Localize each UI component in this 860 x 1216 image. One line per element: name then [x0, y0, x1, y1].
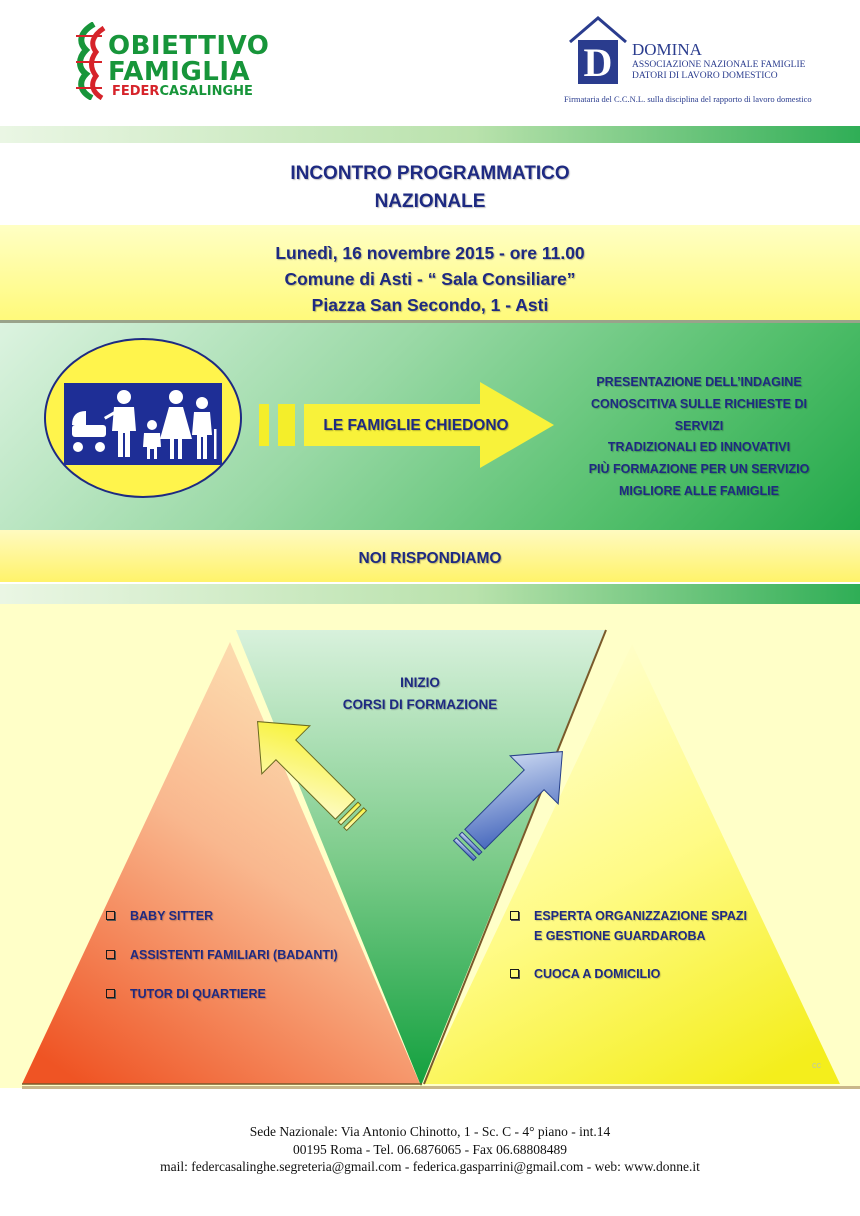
logo-line-federcasalinghe: FEDERCASALINGHE: [112, 84, 253, 99]
answer-label: NOI RISPONDIAMO: [358, 550, 502, 567]
green-band-top: [0, 126, 860, 143]
footer: Sede Nazionale: Via Antonio Chinotto, 1 …: [0, 1123, 860, 1176]
title-line-1: INCONTRO PROGRAMMATICO: [290, 163, 570, 184]
footer-contacts: mail: federcasalinghe.segreteria@gmail.c…: [160, 1159, 700, 1174]
domina-subtitle-2: DATORI DI LAVORO DOMESTICO: [632, 71, 778, 81]
checkbox-bullet-icon: [106, 950, 115, 959]
right-course-list: ESPERTA ORGANIZZAZIONE SPAZI E GESTIONE G…: [508, 906, 808, 984]
domina-tagline: Firmataria del C.C.N.L. sulla disciplina…: [564, 94, 812, 104]
logo-casalinghe: CASALINGHE: [159, 84, 253, 99]
checkbox-bullet-icon: [510, 969, 519, 978]
list-item: ASSISTENTI FAMILIARI (BADANTI): [104, 945, 338, 965]
courses-title: INIZIO CORSI DI FORMAZIONE: [290, 672, 550, 716]
watermark: cc: [812, 1060, 821, 1070]
answer-band: [0, 530, 860, 582]
presentation-line-3: SERVIZI: [674, 418, 724, 433]
list-item-label-continued: E GESTIONE GUARDAROBA: [534, 929, 706, 943]
obiettivo-famiglia-logo: OBIETTIVO FAMIGLIA FEDERCASALINGHE: [72, 20, 272, 102]
green-band-middle: [0, 584, 860, 604]
event-band: [0, 225, 860, 321]
arrow-tail-bar-2: [278, 404, 295, 446]
list-item-label: ESPERTA ORGANIZZAZIONE SPAZI: [534, 909, 747, 923]
event-venue: Comune di Asti - “ Sala Consiliare”: [284, 269, 576, 289]
footer-phone: 00195 Roma - Tel. 06.6876065 - Fax 06.68…: [292, 1141, 568, 1157]
divider: [0, 320, 860, 323]
list-item: TUTOR DI QUARTIERE: [104, 984, 338, 1004]
event-address: Piazza San Secondo, 1 - Asti: [311, 295, 549, 315]
logo-feder: FEDER: [112, 84, 160, 99]
courses-title-line-2: CORSI DI FORMAZIONE: [342, 697, 498, 712]
logo-line-famiglia: FAMIGLIA: [108, 57, 251, 87]
list-item: ESPERTA ORGANIZZAZIONE SPAZI E GESTIONE G…: [508, 906, 808, 946]
logo-profile-mark-icon: [76, 22, 106, 100]
left-course-list: BABY SITTER ASSISTENTI FAMILIARI (BADANT…: [104, 906, 338, 1023]
right-arrow-icon: [304, 382, 554, 468]
courses-title-line-1: INIZIO: [400, 675, 440, 690]
list-item: CUOCA A DOMICILIO: [508, 964, 808, 984]
presentation-line-2: CONOSCITIVA SULLE RICHIESTE DI: [591, 396, 807, 411]
domina-logo: D DOMINA ASSOCIAZIONE NAZIONALE FAMIGLIE…: [562, 12, 832, 108]
yellow-down-arrow-icon: [257, 721, 368, 832]
family-pictogram: [64, 383, 222, 465]
presentation-text: PRESENTAZIONE DELL’INDAGINE CONOSCITIVA …: [568, 372, 830, 503]
presentation-line-6: MIGLIORE ALLE FAMIGLIE: [619, 483, 779, 498]
blue-down-arrow-icon: [452, 751, 563, 862]
house-icon: D: [569, 16, 627, 85]
center-triangle: [236, 630, 606, 1086]
list-item-label: TUTOR DI QUARTIERE: [130, 987, 266, 1001]
arrow-label: LE FAMIGLIE CHIEDONO: [323, 417, 509, 434]
logo-line-obiettivo: OBIETTIVO: [108, 31, 270, 61]
title-line-2: NAZIONALE: [374, 191, 486, 212]
bottom-divider: [22, 1086, 860, 1089]
list-item-label: BABY SITTER: [130, 909, 214, 923]
arrow-tail-bar-1: [259, 404, 269, 446]
right-triangle: [424, 644, 840, 1084]
domina-name: DOMINA: [632, 40, 702, 59]
domina-monogram: D: [584, 40, 613, 85]
event-info: Lunedì, 16 novembre 2015 - ore 11.00 Com…: [0, 240, 860, 318]
list-item-label: CUOCA A DOMICILIO: [534, 967, 661, 981]
page-title: INCONTRO PROGRAMMATICO NAZIONALE: [0, 160, 860, 216]
event-date: Lunedì, 16 novembre 2015 - ore 11.00: [275, 243, 585, 263]
courses-diagram: [22, 629, 840, 1086]
family-icon: [72, 390, 217, 459]
domina-subtitle-1: ASSOCIAZIONE NAZIONALE FAMIGLIE: [632, 60, 806, 70]
presentation-line-4: TRADIZIONALI ED INNOVATIVI: [607, 440, 791, 455]
list-item: BABY SITTER: [104, 906, 338, 926]
footer-address: Sede Nazionale: Via Antonio Chinotto, 1 …: [249, 1124, 611, 1139]
left-triangle: [22, 642, 420, 1084]
checkbox-bullet-icon: [106, 911, 115, 920]
checkbox-bullet-icon: [510, 911, 519, 920]
presentation-line-5: PIÙ FORMAZIONE PER UN SERVIZIO: [588, 462, 810, 477]
title-band: [0, 143, 860, 225]
list-item-label: ASSISTENTI FAMILIARI (BADANTI): [130, 948, 338, 962]
presentation-line-1: PRESENTAZIONE DELL’INDAGINE: [596, 375, 802, 389]
checkbox-bullet-icon: [106, 989, 115, 998]
